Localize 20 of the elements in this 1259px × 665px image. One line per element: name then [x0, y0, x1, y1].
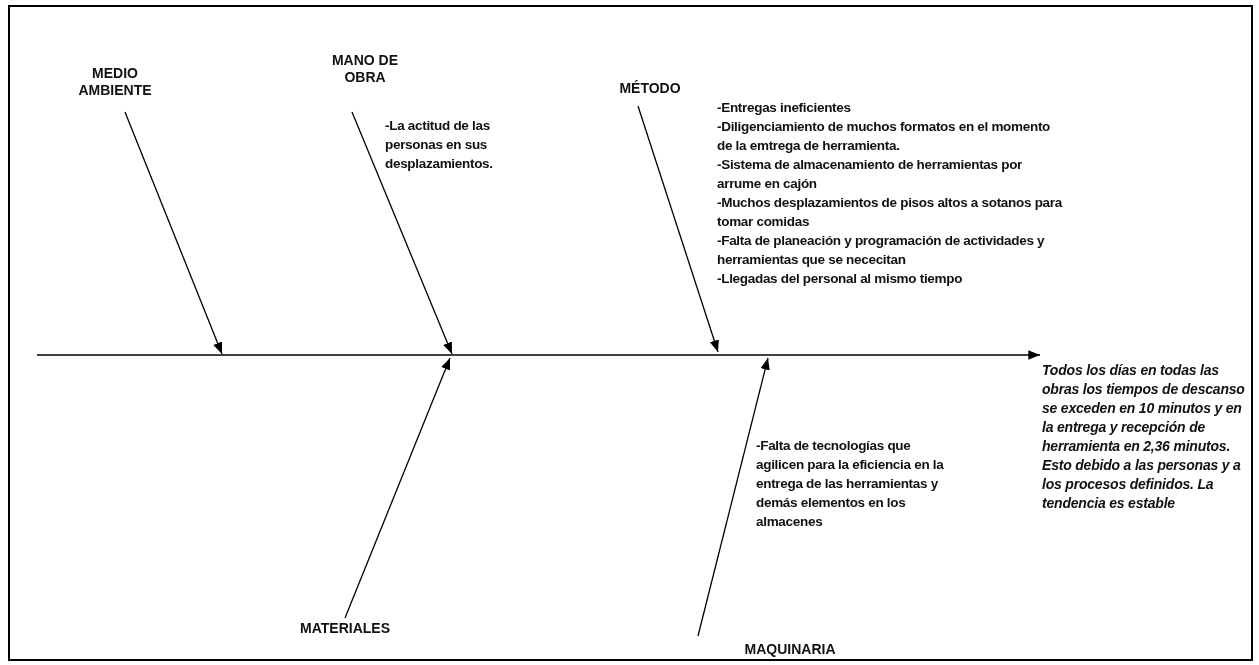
category-label: MANO DE OBRA: [330, 52, 400, 86]
cause-text: -Muchos desplazamientos de pisos altos a sotanos para tomar comidas: [717, 194, 1062, 231]
spine-arrow: [36, 350, 1041, 360]
bone-arrow: [637, 105, 719, 353]
category-label: MATERIALES: [299, 620, 391, 637]
cause-text: -Llegadas del personal al mismo tiempo: [717, 270, 964, 288]
cause-text: -Diligenciamiento de muchos formatos en el momento de la emtrega de herramienta.: [717, 118, 1052, 155]
cause-text: -Entregas ineficientes: [717, 99, 852, 117]
cause-text: -La actitud de las personas en sus desplazamientos.: [385, 117, 494, 173]
bone-arrow: [124, 111, 223, 355]
cause-text: -Falta de planeación y programación de actividades y herramientas que se nececitan: [717, 232, 1046, 269]
category-label: MEDIO AMBIENTE: [77, 65, 153, 99]
cause-text: -Falta de tecnologías que agilicen para la eficiencia en la entrega de las herramientas y demás elementos en los almacenes: [756, 437, 945, 531]
effect-text: Todos los días en todas las obras los tiempos de descanso se exceden en 10 minutos y en la entrega y recepción de herramienta en 2,36 minutos. Esto debido a las personas y a los procesos definidos. La tendencia es estable: [1042, 361, 1246, 513]
category-label: MAQUINARIA: [743, 641, 837, 658]
bone-arrow: [344, 357, 451, 619]
bone-arrow: [351, 111, 453, 355]
cause-text: -Sistema de almacenamiento de herramientas por arrume en cajón: [717, 156, 1024, 193]
category-label: MÉTODO: [618, 80, 682, 97]
bone-arrow: [697, 357, 770, 637]
